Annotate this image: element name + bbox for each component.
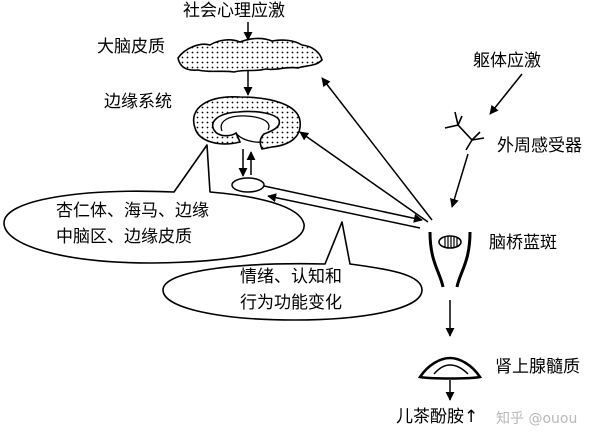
outcome-bubble (162, 221, 423, 321)
watermark: 知乎 @ouou (496, 411, 578, 427)
arrow-receptor-to-locus (450, 153, 469, 208)
limbic-regions-text: 杏仁体、海马、边缘 中脑区、边缘皮质 (56, 198, 209, 250)
arrow-locus-to-oval (267, 193, 421, 229)
limbic-lower-curve (235, 132, 263, 143)
outcome-text: 情绪、认知和 行为功能变化 (240, 264, 342, 316)
cerebral-cortex-shape (177, 37, 323, 73)
adrenal-medulla-inner (433, 364, 469, 375)
arrow-somatic-to-receptor (489, 73, 523, 115)
peripheral-receptor-label: 外周感受器 (497, 136, 582, 156)
adrenal-medulla-shape (417, 356, 483, 380)
adrenal-medulla-label: 肾上腺髓质 (495, 357, 580, 377)
peripheral-receptor-shape (444, 111, 485, 151)
catecholamine-label: 儿茶酚胺↑ (396, 407, 479, 427)
locus-coeruleus-label: 脑桥蓝斑 (489, 233, 557, 253)
small-nucleus-oval (231, 177, 265, 193)
locus-coeruleus-shape (428, 231, 472, 288)
limbic-inner-arc (220, 115, 270, 132)
outcome-line-2: 行为功能变化 (240, 293, 342, 313)
arrow-locus-to-cortex (321, 77, 433, 221)
locus-coeruleus-nucleus (438, 235, 462, 249)
limbic-system-label: 边缘系统 (104, 92, 172, 112)
somatic-stress-label: 躯体应激 (473, 51, 541, 71)
limbic-regions-bubble (3, 144, 305, 264)
outcome-line-1: 情绪、认知和 (240, 267, 342, 287)
arrow-locus-to-limbic (299, 131, 429, 223)
limbic-regions-line-2: 中脑区、边缘皮质 (56, 227, 192, 247)
limbic-regions-line-1: 杏仁体、海马、边缘 (56, 201, 209, 221)
cerebral-cortex-label: 大脑皮质 (97, 37, 165, 57)
limbic-system-shape (192, 96, 301, 150)
social-stress-label: 社会心理应激 (183, 1, 285, 21)
arrow-oval-to-locus (263, 185, 423, 223)
